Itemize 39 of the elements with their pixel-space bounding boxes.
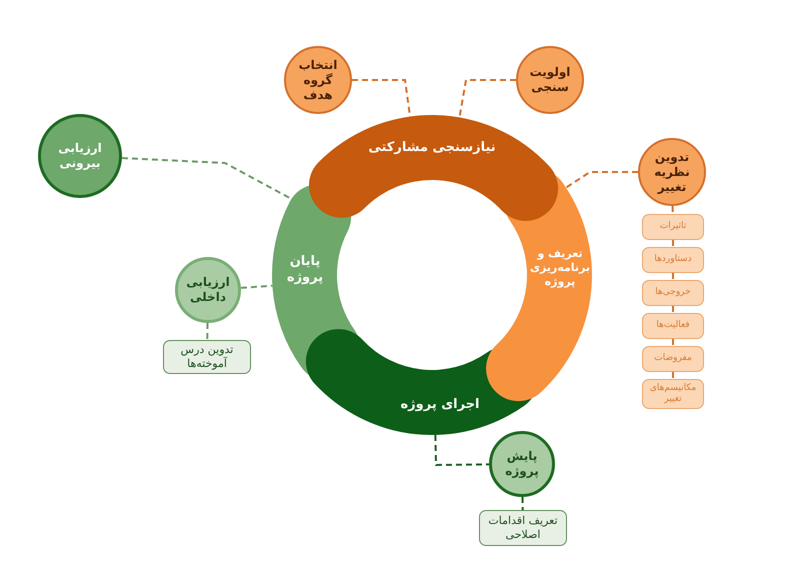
connector-line	[122, 157, 292, 200]
topic-label: انتخاب گروه هدف	[298, 58, 338, 102]
topic-label: ارزیابی داخلی	[185, 275, 231, 305]
topic-label: پایش پروژه	[504, 449, 540, 479]
topic-card	[642, 247, 704, 273]
topic-label: اولویت سنجی	[528, 65, 572, 95]
stage-label: نیازسنجی مشارکتی	[368, 140, 496, 156]
connector-line	[240, 284, 272, 289]
connector-line	[434, 434, 490, 466]
topic-label: تعریف اقدامات اصلاحی	[487, 514, 559, 542]
topic-label: تدوین درس آموخته‌ها	[180, 343, 234, 371]
connector-line	[672, 372, 674, 379]
topic-card	[642, 214, 704, 240]
connector-line	[672, 273, 674, 280]
stage-label: تعریف و برنامه‌ریزی پروژه	[528, 247, 592, 289]
topic-card	[642, 313, 704, 339]
topic-label: تدوین نظریه تغییر	[653, 150, 691, 194]
stage-label: اجرای پروژه	[400, 396, 480, 414]
connector-line	[672, 306, 674, 313]
connector-line	[458, 79, 516, 118]
topic-label: فعالیت‌ها	[656, 320, 690, 332]
connector-line	[672, 339, 674, 346]
topic-card	[479, 510, 567, 546]
topic-label: دستاوردها	[654, 254, 692, 266]
connector-line	[206, 322, 208, 340]
connector-line	[672, 206, 674, 214]
topic-card	[163, 340, 251, 374]
topic-card	[642, 280, 704, 306]
topic-label: مکانیسم‌های تغییر	[648, 382, 698, 406]
topic-label: مفروضات	[654, 353, 692, 365]
topic-card	[642, 346, 704, 372]
topic-label: خروجی‌ها	[655, 287, 691, 299]
connector-line	[565, 171, 638, 188]
stage-label: پایان پروژه	[286, 254, 324, 286]
connector-line	[522, 496, 524, 510]
connector-line	[672, 240, 674, 247]
topic-label: ارزیابی بیرونی	[57, 141, 103, 171]
topic-label: تاثیرات	[660, 221, 686, 233]
topic-card	[642, 379, 704, 409]
